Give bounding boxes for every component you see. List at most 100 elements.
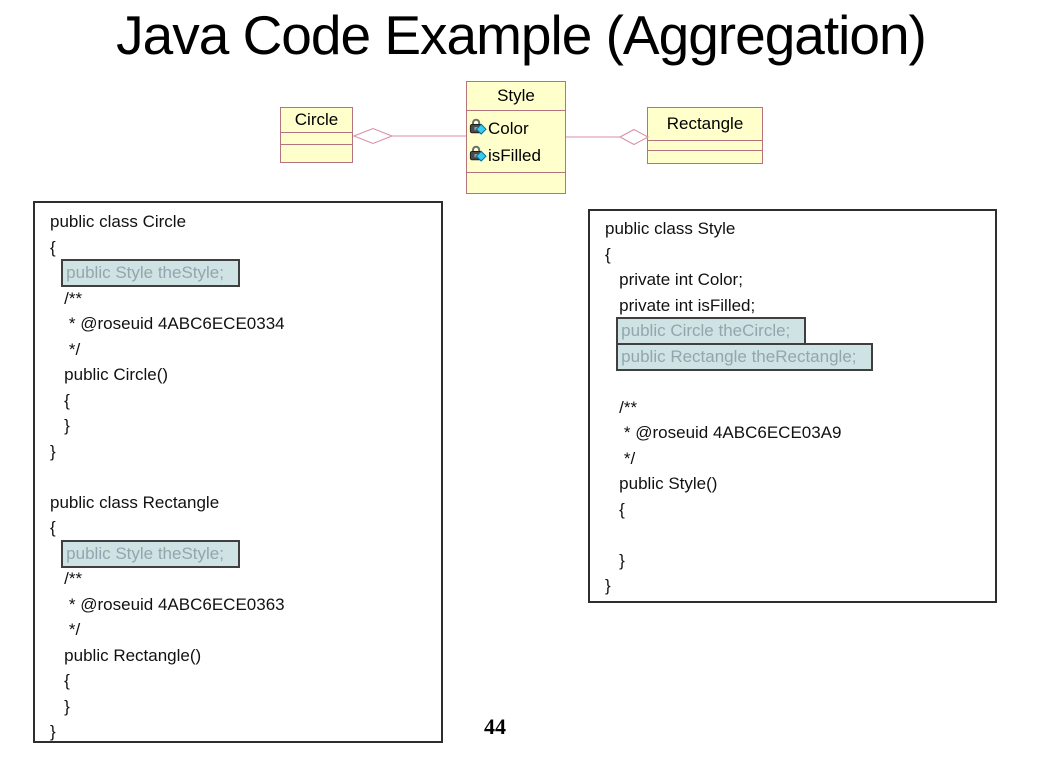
code-indent bbox=[50, 595, 69, 614]
uml-class-style: Style Color bbox=[466, 81, 566, 194]
code-text: public Style() bbox=[619, 474, 718, 493]
code-line: { bbox=[605, 242, 995, 268]
code-text: public Circle() bbox=[64, 365, 169, 384]
aggregation-diamond-circle bbox=[352, 127, 394, 145]
code-text: private int isFilled; bbox=[619, 295, 756, 315]
code-line: * @roseuid 4ABC6ECE0334 bbox=[50, 311, 441, 337]
code-line: } bbox=[50, 439, 441, 465]
code-text: { bbox=[619, 499, 625, 519]
code-line: */ bbox=[50, 337, 441, 363]
code-line: public class Rectangle bbox=[50, 490, 441, 516]
code-indent bbox=[50, 314, 69, 333]
code-text: } bbox=[50, 722, 56, 741]
code-indent bbox=[605, 551, 619, 570]
code-text: } bbox=[619, 550, 625, 570]
code-indent bbox=[50, 365, 64, 384]
code-text: /** bbox=[619, 397, 638, 417]
code-line: public class Style bbox=[605, 216, 995, 242]
uml-class-name: Style bbox=[467, 82, 565, 111]
code-line bbox=[605, 369, 995, 395]
code-line: { bbox=[50, 235, 441, 261]
code-indent bbox=[50, 569, 64, 588]
uml-class-circle: Circle bbox=[280, 107, 353, 163]
code-text: { bbox=[50, 518, 56, 537]
code-line: public Circle() bbox=[50, 362, 441, 388]
code-line: { bbox=[50, 668, 441, 694]
code-line: public Circle theCircle; bbox=[605, 317, 995, 345]
code-indent bbox=[605, 474, 619, 493]
code-line: public Rectangle() bbox=[50, 643, 441, 669]
uml-class-name: Rectangle bbox=[648, 108, 762, 141]
code-text: public Style theStyle; bbox=[61, 259, 240, 287]
code-line: */ bbox=[605, 446, 995, 472]
code-line: * @roseuid 4ABC6ECE0363 bbox=[50, 592, 441, 618]
code-indent bbox=[605, 270, 619, 289]
code-line: /** bbox=[605, 395, 995, 421]
code-box-circle-rectangle: public class Circle { public Style theSt… bbox=[33, 201, 443, 743]
code-text: public class Style bbox=[605, 219, 736, 238]
code-line: /** bbox=[50, 566, 441, 592]
code-indent bbox=[605, 398, 619, 417]
code-indent bbox=[605, 500, 619, 519]
code-indent bbox=[50, 416, 64, 435]
code-text: public Rectangle theRectangle; bbox=[616, 342, 873, 371]
uml-attribute-label: isFilled bbox=[488, 145, 541, 165]
code-line: { bbox=[605, 497, 995, 523]
code-text: * @roseuid 4ABC6ECE0363 bbox=[68, 594, 285, 614]
code-line: * @roseuid 4ABC6ECE03A9 bbox=[605, 420, 995, 446]
code-line: public Style() bbox=[605, 471, 995, 497]
code-text: /** bbox=[64, 288, 83, 308]
code-line: public Rectangle theRectangle; bbox=[605, 342, 995, 371]
code-text: * @roseuid 4ABC6ECE0334 bbox=[68, 314, 285, 333]
code-text: public class Rectangle bbox=[50, 492, 220, 512]
code-indent bbox=[50, 671, 64, 690]
code-line: public Style theStyle; bbox=[50, 259, 441, 287]
code-indent bbox=[605, 423, 624, 442]
code-indent bbox=[50, 289, 64, 308]
uml-empty-compartment bbox=[648, 141, 762, 151]
slide-title: Java Code Example (Aggregation) bbox=[116, 4, 927, 66]
code-line: */ bbox=[50, 617, 441, 643]
uml-empty-compartment bbox=[281, 133, 352, 145]
code-text: private int Color; bbox=[619, 270, 743, 289]
code-text: { bbox=[64, 671, 70, 690]
uml-class-rectangle: Rectangle bbox=[647, 107, 763, 164]
code-line: { bbox=[50, 515, 441, 541]
private-attribute-lock-icon bbox=[469, 118, 488, 140]
code-text: { bbox=[64, 390, 70, 410]
uml-attributes-compartment: Color isFilled bbox=[467, 111, 565, 173]
code-line: /** bbox=[50, 286, 441, 312]
code-text: /** bbox=[64, 569, 83, 588]
code-indent bbox=[50, 646, 64, 665]
code-line: public class Circle bbox=[50, 209, 441, 235]
code-text: } bbox=[64, 416, 70, 435]
code-text: public Rectangle() bbox=[64, 645, 202, 665]
code-line: } bbox=[605, 548, 995, 574]
code-text: { bbox=[50, 237, 56, 257]
code-indent bbox=[605, 296, 619, 315]
code-box-style: public class Style { private int Color; … bbox=[588, 209, 997, 603]
code-text: */ bbox=[68, 339, 81, 359]
code-text: public Circle theCircle; bbox=[616, 317, 807, 345]
uml-attribute: isFilled bbox=[469, 142, 565, 169]
code-line: private int isFilled; bbox=[605, 293, 995, 319]
code-line: private int Color; bbox=[605, 267, 995, 293]
code-line bbox=[605, 522, 995, 548]
code-line: public Style theStyle; bbox=[50, 539, 441, 568]
code-indent bbox=[50, 620, 69, 639]
code-text: public class Circle bbox=[50, 212, 187, 231]
code-indent bbox=[50, 697, 64, 716]
uml-class-name: Circle bbox=[281, 108, 352, 133]
code-text: */ bbox=[68, 620, 81, 639]
aggregation-diamond-rectangle bbox=[618, 128, 650, 146]
code-text: { bbox=[605, 244, 611, 264]
code-indent bbox=[50, 340, 69, 359]
code-text: } bbox=[64, 696, 70, 716]
code-text: */ bbox=[623, 448, 636, 468]
code-indent bbox=[605, 449, 624, 468]
code-text: } bbox=[50, 441, 56, 461]
code-text: } bbox=[605, 576, 611, 595]
code-line: } bbox=[50, 413, 441, 439]
code-line: } bbox=[50, 694, 441, 720]
